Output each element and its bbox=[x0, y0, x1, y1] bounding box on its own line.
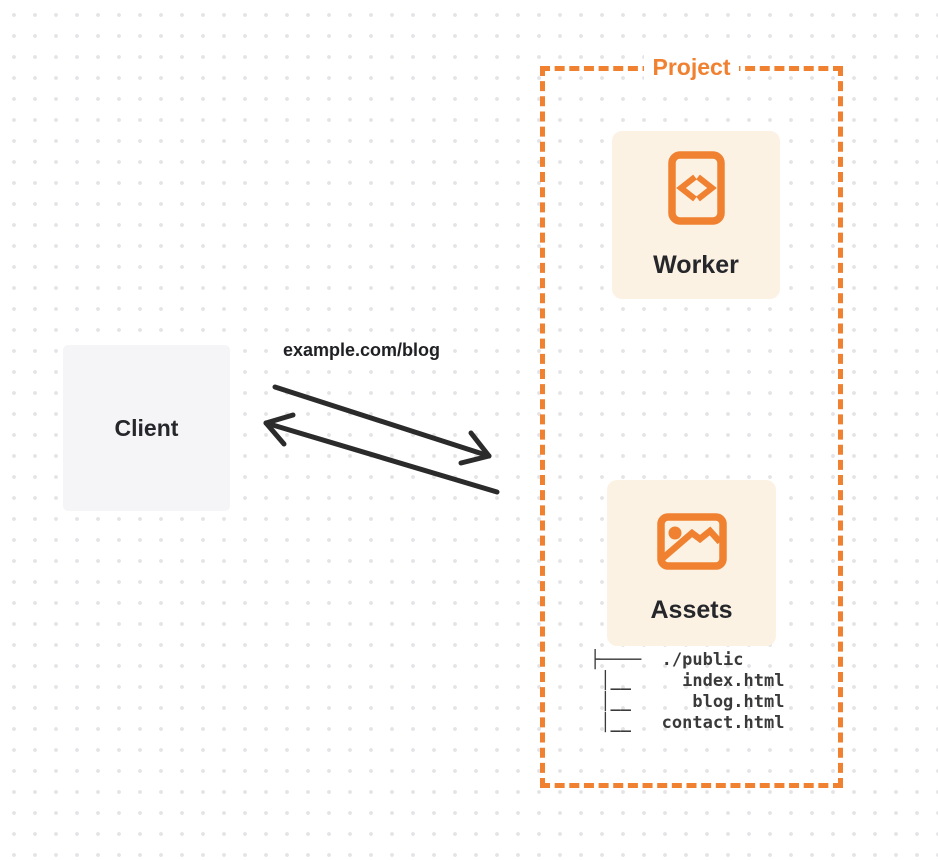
tree-line-contact: │__ contact.html bbox=[590, 713, 785, 733]
image-frame-outline bbox=[656, 513, 727, 570]
code-file-outline bbox=[667, 151, 725, 225]
tree-line-public: ├──── ./public bbox=[590, 650, 744, 670]
code-file-icon bbox=[667, 151, 725, 225]
tree-line-blog: │__ blog.html bbox=[590, 692, 785, 712]
image-icon bbox=[656, 513, 727, 570]
worker-card: Worker bbox=[612, 131, 780, 299]
response-arrow-line bbox=[263, 420, 500, 495]
assets-card: Assets bbox=[607, 480, 776, 646]
project-label: Project bbox=[643, 53, 740, 81]
assets-label: Assets bbox=[650, 596, 733, 624]
client-box: Client bbox=[63, 345, 230, 511]
worker-label: Worker bbox=[653, 251, 739, 279]
request-url-label: example.com/blog bbox=[283, 340, 441, 360]
chevron-left-icon bbox=[675, 174, 697, 202]
chevron-right-icon bbox=[695, 174, 717, 202]
response-arrowhead-icon bbox=[263, 412, 296, 447]
tree-line-index: │__ index.html bbox=[590, 671, 785, 691]
client-label: Client bbox=[114, 414, 179, 441]
project-boundary: Project Worker Assets ├──── ./public │__… bbox=[540, 53, 843, 788]
request-arrowhead-icon bbox=[458, 430, 492, 466]
image-mountains-path bbox=[660, 526, 722, 561]
request-arrow-line bbox=[272, 384, 492, 459]
assets-file-tree: ├──── ./public │__ index.html │__ blog.h… bbox=[590, 650, 784, 734]
image-sun-dot bbox=[668, 526, 681, 540]
